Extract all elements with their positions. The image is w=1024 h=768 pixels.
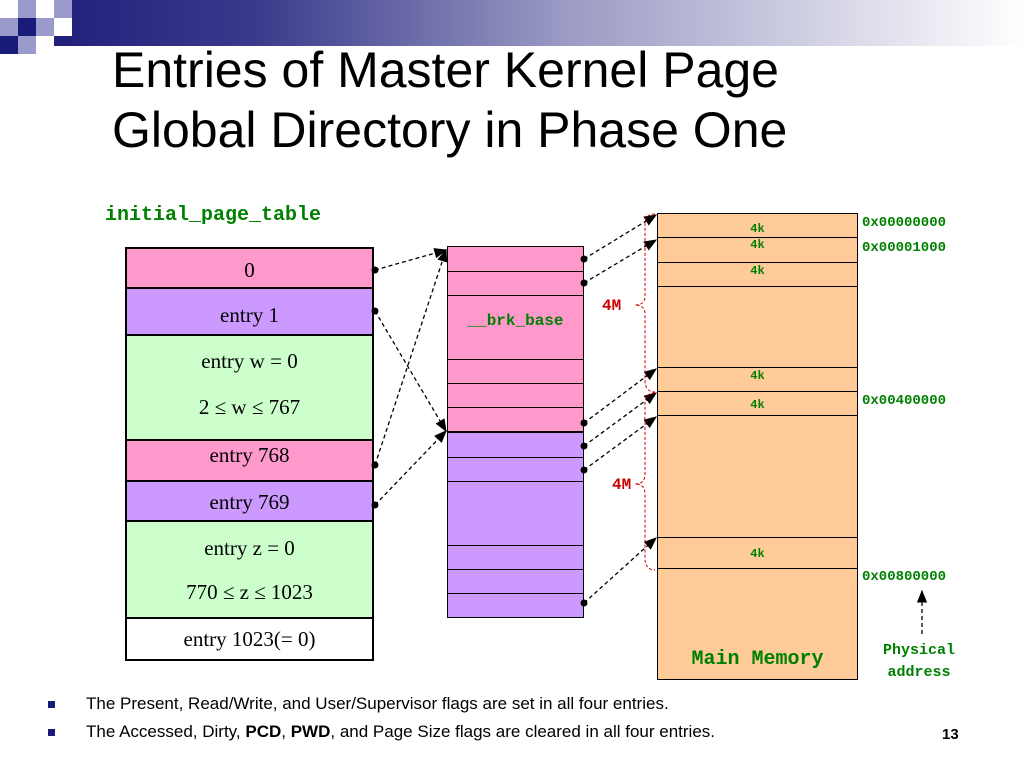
- physical-address-line1: Physical: [882, 642, 955, 659]
- page-global-directory-label: initial_page_table: [105, 204, 322, 227]
- page-table-second-row: [448, 546, 583, 570]
- arrow-entry769-to-table2: [374, 430, 447, 506]
- span-label-first-4m: 4M: [602, 297, 622, 315]
- header-gradient-bar: [0, 0, 1024, 46]
- bullet-t2-r0: [580, 442, 588, 450]
- note-bullet-square-icon: [48, 701, 55, 708]
- pgd-entry-768-text: entry 768: [209, 443, 290, 467]
- bullet-t1-r1: [580, 279, 588, 287]
- bullet-entry0: [371, 266, 379, 274]
- arrow-t1-r0-to-mem: [583, 214, 658, 260]
- address-0x00001000: 0x00001000: [862, 240, 947, 256]
- pgd-entry-w-line2: 2 ≤ w ≤ 767: [198, 395, 301, 419]
- brk-base-label: __brk_base: [467, 312, 564, 330]
- arrow-t1-r1-to-mem: [583, 239, 658, 284]
- note-bullet-square-icon: [48, 729, 55, 736]
- main-memory-label: Main Memory: [691, 648, 824, 671]
- address-0x00000000: 0x00000000: [862, 215, 947, 231]
- main-memory: 4k 4k 4k 4k 4k 4k: [657, 213, 858, 680]
- memory-page-5-label: 4k: [750, 547, 765, 561]
- physical-address-label: Physical address: [858, 640, 980, 684]
- page-table-second: [447, 432, 584, 618]
- page-number: 13: [942, 726, 959, 743]
- page-table-second-row: [448, 482, 583, 546]
- bullet-entry768: [371, 461, 379, 469]
- memory-page-1: 4k: [658, 238, 857, 263]
- page-table-second-row: [448, 570, 583, 594]
- arrow-t2-r0-to-mem: [583, 392, 658, 447]
- note-2-pcd: PCD: [245, 722, 282, 741]
- slide-title-line1: Entries of Master Kernel Page: [112, 42, 779, 98]
- slide-title: Entries of Master Kernel Page Global Dir…: [112, 40, 1012, 160]
- note-2-pwd: PWD: [290, 722, 331, 741]
- memory-page-4-label: 4k: [750, 398, 765, 412]
- header-logo-squares: [0, 0, 90, 60]
- pgd-entry-1-text: entry 1: [220, 303, 279, 327]
- memory-page-3-label: 4k: [750, 369, 765, 383]
- memory-page-1-label: 4k: [750, 238, 765, 252]
- arrow-entry1-to-table2: [374, 310, 447, 433]
- memory-pages-gap-2: [658, 416, 857, 538]
- memory-page-2: 4k: [658, 263, 857, 287]
- pgd-entry-769: entry 769: [125, 480, 374, 522]
- bullet-t1-r0: [580, 255, 588, 263]
- note-item-1: The Present, Read/Write, and User/Superv…: [48, 692, 948, 720]
- memory-page-first-second-block: 4k: [658, 392, 857, 416]
- slide-title-line2: Global Directory in Phase One: [112, 102, 788, 158]
- page-table-second-row: [448, 433, 583, 458]
- arrow-entry768-to-table1: [374, 248, 448, 466]
- pgd-entry-z-line2: 770 ≤ z ≤ 1023: [186, 580, 313, 604]
- pgd-entry-1023-text: entry 1023(= 0): [183, 627, 316, 651]
- page-table-first-row: [448, 384, 583, 408]
- page-table-second-row: [448, 458, 583, 482]
- bullet-t2-r5: [580, 599, 588, 607]
- note-1-text: The Present, Read/Write, and User/Superv…: [86, 694, 669, 713]
- memory-pages-gap: [658, 287, 857, 368]
- memory-page-last-second-block: 4k: [658, 538, 857, 569]
- physical-address-line2: address: [887, 664, 951, 681]
- note-item-2: The Accessed, Dirty, PCD, PWD, and Page …: [48, 720, 948, 748]
- pgd-entry-1023: entry 1023(= 0): [125, 617, 374, 661]
- pgd-entry-z-line1: entry z = 0: [204, 536, 295, 560]
- arrow-t2-r5-to-mem: [583, 537, 657, 604]
- note-2-separator: ,: [281, 722, 291, 741]
- memory-page-0: 4k: [658, 214, 857, 238]
- page-table-first: [447, 246, 584, 432]
- pgd-entry-z-group: entry z = 0 770 ≤ z ≤ 1023: [125, 520, 374, 619]
- span-label-second-4m: 4M: [612, 476, 632, 494]
- memory-page-0-label: 4k: [750, 222, 765, 236]
- notes-list: The Present, Read/Write, and User/Superv…: [48, 692, 948, 748]
- bullet-entry769: [371, 501, 379, 509]
- pgd-entry-768: entry 768: [125, 439, 374, 482]
- memory-page-last-first-block: 4k: [658, 368, 857, 392]
- bullet-t1-r5: [580, 419, 588, 427]
- pgd-entry-0: 0: [125, 247, 374, 289]
- pgd-entry-0-text: 0: [244, 258, 255, 282]
- bullet-entry1: [371, 307, 379, 315]
- arrow-t1-r5-to-mem: [583, 368, 658, 424]
- arrow-entry0-to-table1: [374, 248, 448, 271]
- brace-second-4m: [634, 392, 656, 571]
- pgd-entry-w-line1: entry w = 0: [201, 349, 298, 373]
- note-2-suffix: , and Page Size flags are cleared in all…: [330, 722, 715, 741]
- page-table-first-row: [448, 272, 583, 296]
- bullet-t2-r1: [580, 466, 588, 474]
- pgd-entry-1: entry 1: [125, 287, 374, 336]
- page-table-first-row: [448, 360, 583, 384]
- note-2-prefix: The Accessed, Dirty,: [86, 722, 246, 741]
- brace-first-4m: [634, 213, 656, 393]
- page-table-first-row: [448, 247, 583, 272]
- pgd-entry-769-text: entry 769: [209, 490, 290, 514]
- page-table-first-row: [448, 296, 583, 360]
- address-0x00400000: 0x00400000: [862, 393, 947, 409]
- arrow-t2-r1-to-mem: [583, 416, 658, 471]
- address-0x00800000: 0x00800000: [862, 569, 947, 585]
- memory-page-2-label: 4k: [750, 264, 765, 278]
